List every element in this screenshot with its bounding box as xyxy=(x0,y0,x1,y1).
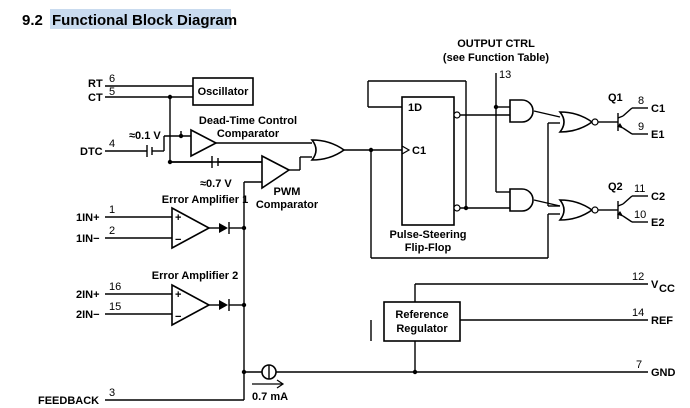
pin-c1-name: C1 xyxy=(651,103,665,115)
ea2-output-diode xyxy=(219,299,230,311)
pin-2in-plus-name: 2IN+ xyxy=(76,289,100,301)
pin-13-number: 13 xyxy=(499,69,511,81)
heading-title: Functional Block Diagram xyxy=(52,12,237,29)
pin-1in-plus-num: 1 xyxy=(109,204,115,216)
ea1-plus: + xyxy=(175,212,181,224)
pin-feedback-num: 3 xyxy=(109,387,115,399)
pin-feedback-name: FEEDBACK xyxy=(38,395,99,407)
dtc-offset-source xyxy=(146,145,153,157)
pin-ct-num: 5 xyxy=(109,86,115,98)
pin-gnd-name: GND xyxy=(651,367,676,379)
oscillator-label: Oscillator xyxy=(198,86,249,98)
pin-e1-name: E1 xyxy=(651,129,664,141)
transistor-q1 xyxy=(612,113,624,131)
pin-e2-name: E2 xyxy=(651,217,664,229)
oscillator-block xyxy=(192,77,254,106)
ref-label-2: Regulator xyxy=(396,323,448,335)
error-amplifier-1 xyxy=(171,206,211,250)
pwm-offset-label: ≈0.7 V xyxy=(200,178,232,190)
flipflop-label-1: Pulse-Steering xyxy=(389,229,466,241)
ea1-minus: − xyxy=(175,234,181,246)
ea2-minus: − xyxy=(175,311,181,323)
pin-1in-minus-num: 2 xyxy=(109,225,115,237)
clock-marker xyxy=(401,145,411,155)
pin-e1-num: 9 xyxy=(638,121,644,133)
pwm-offset-source xyxy=(211,156,219,168)
pin-dtc-num: 4 xyxy=(109,138,115,150)
and-gate-1 xyxy=(509,99,534,123)
current-label: 0.7 mA xyxy=(252,391,288,403)
reference-regulator xyxy=(383,301,461,342)
wires xyxy=(105,73,648,401)
pin-ref-name: REF xyxy=(651,315,673,327)
pwm-label-1: PWM xyxy=(274,186,301,198)
flipflop-label-2: Flip-Flop xyxy=(405,242,452,254)
ea2-label: Error Amplifier 2 xyxy=(152,270,238,282)
junction-dots xyxy=(167,94,499,375)
nor-gate-2 xyxy=(558,199,594,221)
or-gate xyxy=(310,139,346,161)
flipflop-clk-label: C1 xyxy=(412,145,426,157)
pin-c2-name: C2 xyxy=(651,191,665,203)
pin-vcc-num: 12 xyxy=(632,271,644,283)
ref-label-1: Reference xyxy=(395,309,448,321)
heading-highlight xyxy=(50,9,231,29)
nor-gate-1 xyxy=(558,111,594,133)
pin-2in-plus-num: 16 xyxy=(109,281,121,293)
current-arrow xyxy=(252,379,285,389)
pin-rt-num: 6 xyxy=(109,73,115,85)
pin-gnd-num: 7 xyxy=(636,359,642,371)
dtc-offset-label: ≈0.1 V xyxy=(129,130,161,142)
pin-1in-minus-name: 1IN− xyxy=(76,233,100,245)
pin-e2-num: 10 xyxy=(634,209,646,221)
flipflop-d-label: 1D xyxy=(408,102,422,114)
pin-ref-num: 14 xyxy=(632,307,644,319)
transistor-q2 xyxy=(612,201,624,219)
dead-time-comparator xyxy=(190,128,218,158)
q1-label: Q1 xyxy=(608,92,623,104)
pin-vcc-sub: CC xyxy=(659,283,675,295)
output-ctrl-label: OUTPUT CTRL xyxy=(457,38,535,50)
q2-label: Q2 xyxy=(608,181,623,193)
pin-vcc-name: V xyxy=(651,279,659,291)
pin-dtc-name: DTC xyxy=(80,146,103,158)
ea2-plus: + xyxy=(175,289,181,301)
ea1-label: Error Amplifier 1 xyxy=(162,194,248,206)
dead-time-label-1: Dead-Time Control xyxy=(199,115,297,127)
pin-1in-plus-name: 1IN+ xyxy=(76,212,100,224)
pin-2in-minus-name: 2IN− xyxy=(76,309,100,321)
pin-c2-num: 11 xyxy=(634,183,645,195)
and-gate-2 xyxy=(509,188,534,212)
function-table-label: (see Function Table) xyxy=(443,52,549,64)
pin-rt-name: RT xyxy=(88,78,103,90)
pin-2in-minus-num: 15 xyxy=(109,301,121,313)
ea1-output-diode xyxy=(219,222,230,234)
heading-number: 9.2 xyxy=(22,12,43,29)
pwm-comparator xyxy=(261,154,291,190)
error-amplifier-2 xyxy=(171,283,211,327)
pin-ct-name: CT xyxy=(88,92,103,104)
dead-time-label-2: Comparator xyxy=(217,128,280,140)
pwm-label-2: Comparator xyxy=(256,199,319,211)
pulse-steering-flipflop xyxy=(401,96,455,226)
pin-c1-num: 8 xyxy=(638,95,644,107)
current-source xyxy=(261,364,277,380)
